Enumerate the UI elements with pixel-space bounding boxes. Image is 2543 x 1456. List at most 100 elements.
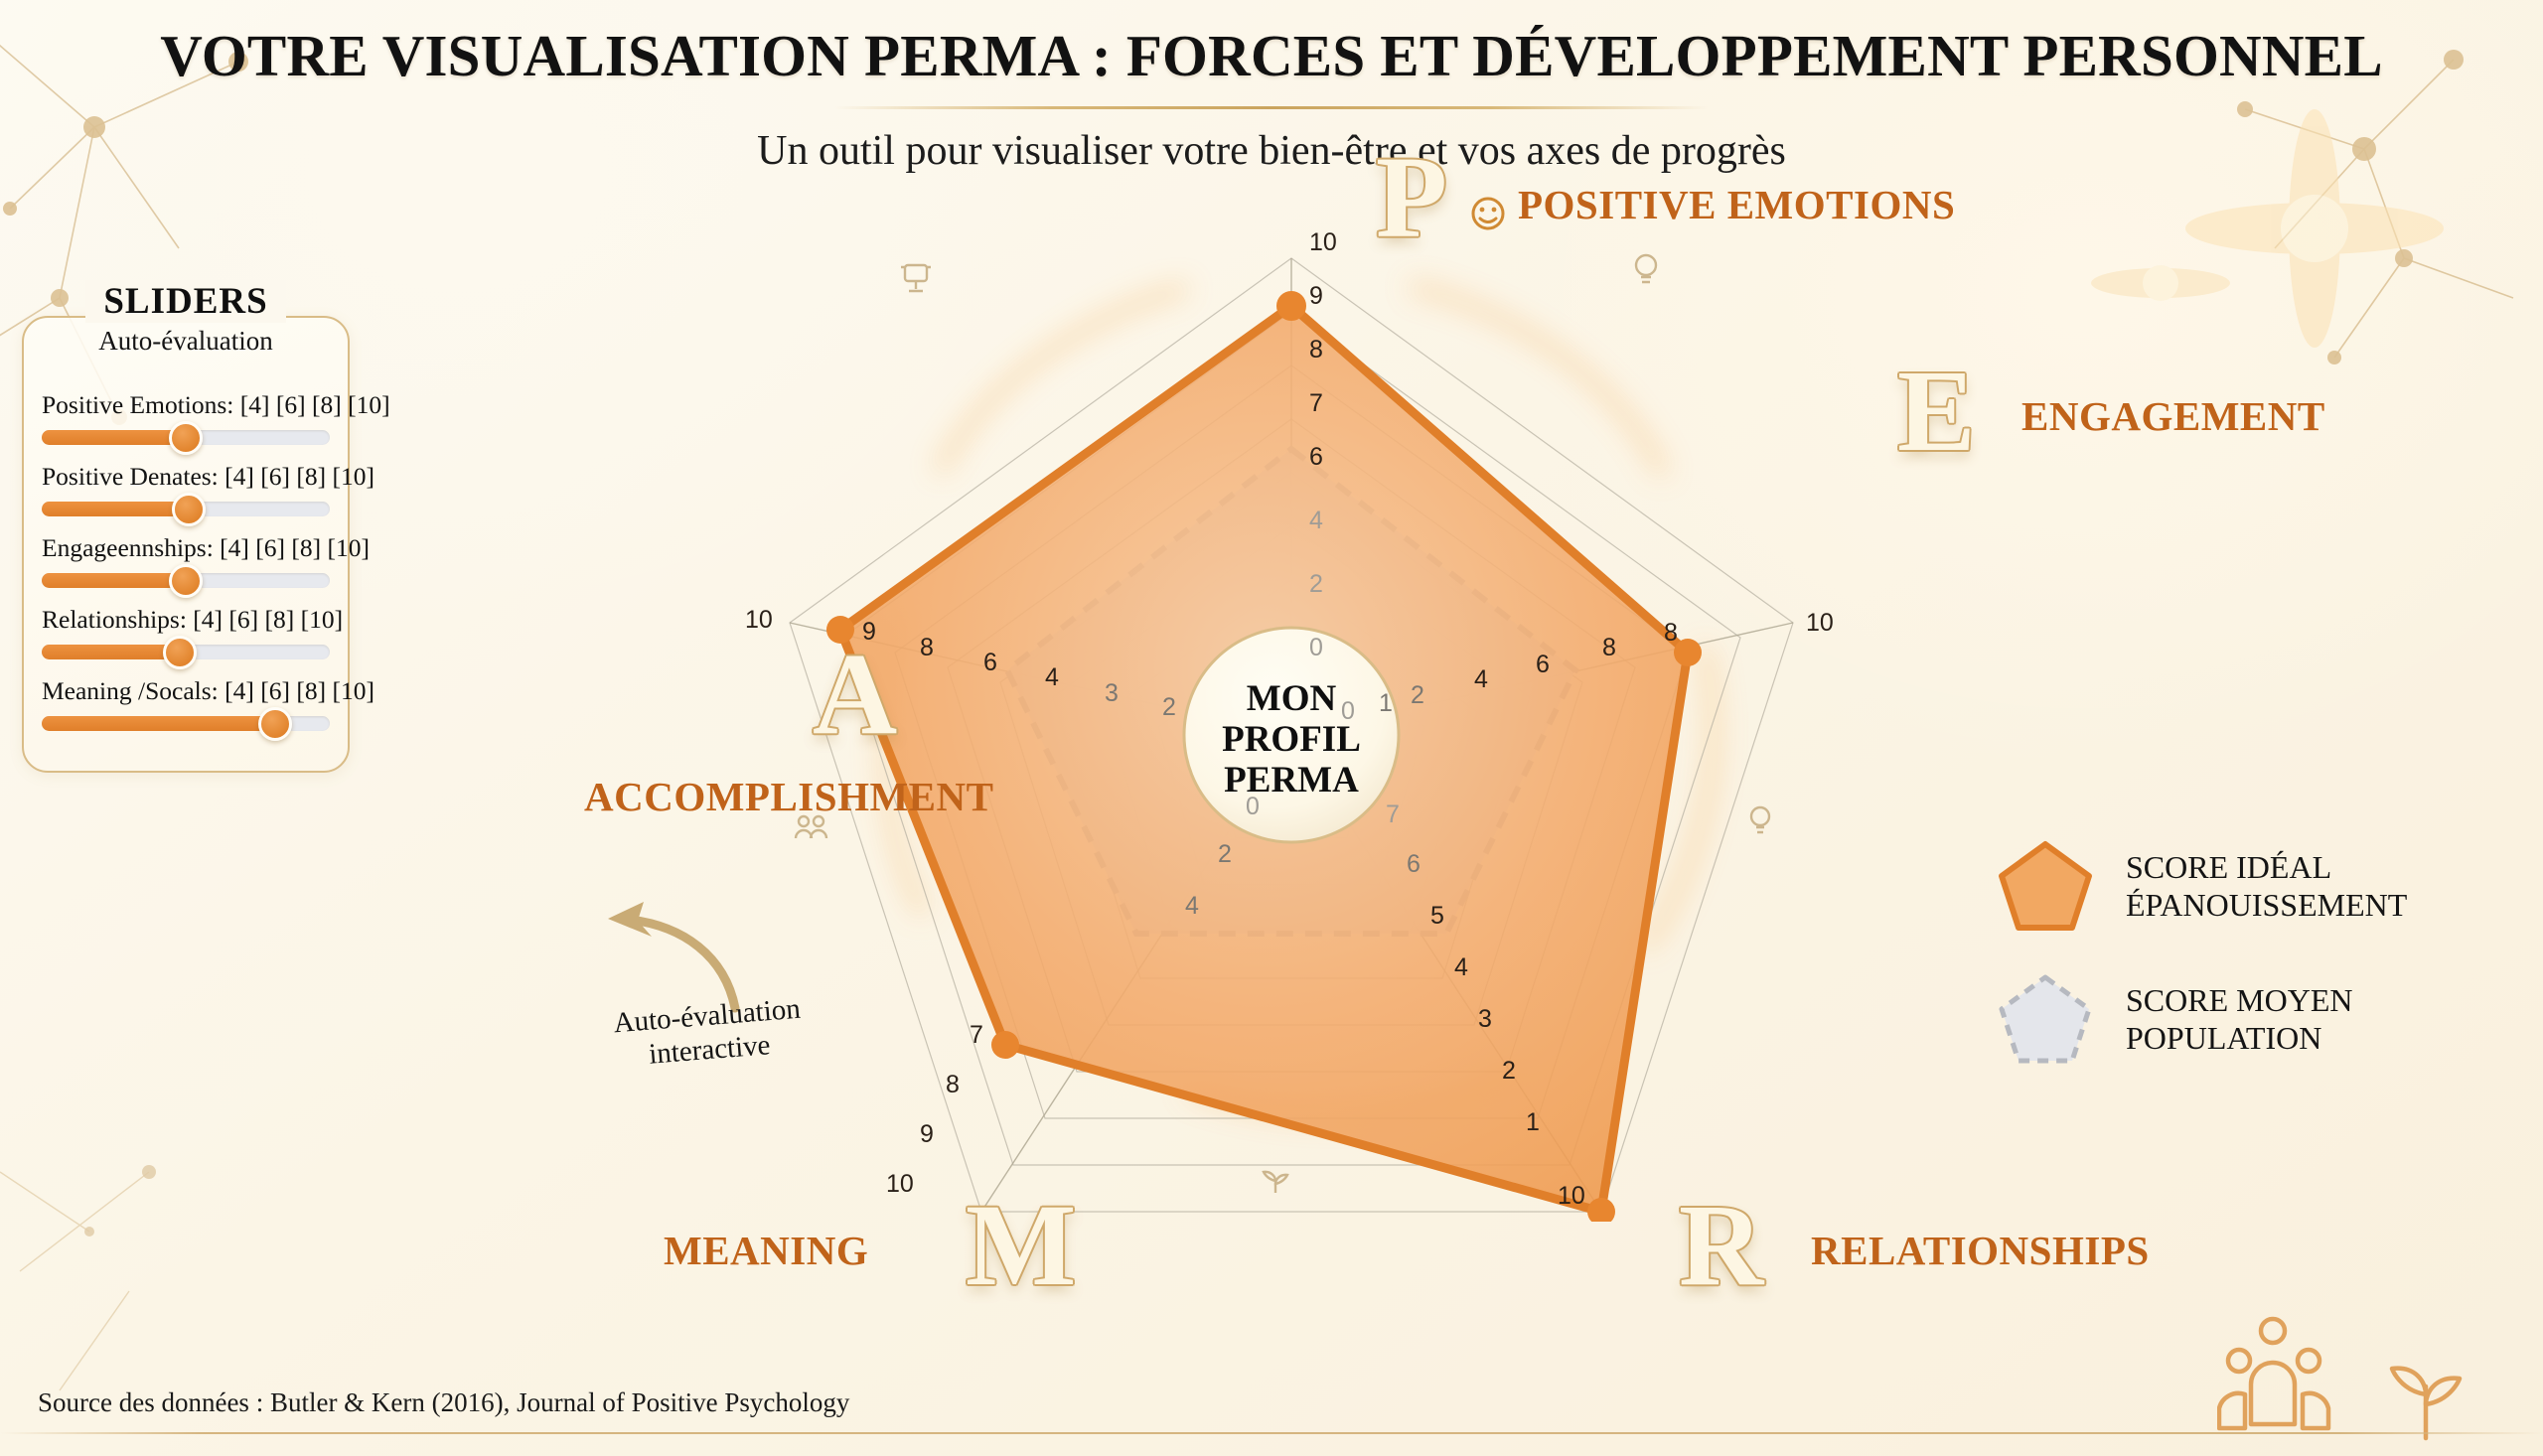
perma-letter-e: E bbox=[1897, 346, 1976, 476]
svg-text:8: 8 bbox=[1309, 336, 1323, 364]
slider-track[interactable] bbox=[42, 635, 330, 669]
center-label-line2: PROFIL bbox=[1222, 719, 1361, 760]
page-header: VOTRE VISUALISATION PERMA : FORCES ET DÉ… bbox=[0, 0, 2543, 175]
svg-text:9: 9 bbox=[862, 618, 876, 646]
series-ideal-points bbox=[826, 291, 1702, 1222]
svg-text:9: 9 bbox=[920, 1120, 934, 1148]
legend-item-population: SCORE MOYEN POPULATION bbox=[1997, 972, 2407, 1066]
slider-list: Positive Emotions: [4] [6] [8] [10] Posi… bbox=[24, 357, 390, 741]
svg-text:10: 10 bbox=[745, 606, 773, 634]
center-label-line3: PERMA bbox=[1224, 760, 1359, 801]
sliders-panel: SLIDERS Auto-évaluation Positive Emotion… bbox=[22, 280, 390, 773]
svg-text:4: 4 bbox=[1045, 663, 1059, 691]
slider-track[interactable] bbox=[42, 706, 330, 741]
source-citation: Source des données : Butler & Kern (2016… bbox=[38, 1387, 850, 1417]
ticks-engagement: 10 8 8 6 4 2 1 0 bbox=[1341, 609, 1834, 725]
svg-text:8: 8 bbox=[920, 634, 934, 661]
svg-text:6: 6 bbox=[1407, 850, 1421, 878]
svg-text:7: 7 bbox=[970, 1021, 983, 1049]
slider-knob[interactable] bbox=[163, 635, 198, 669]
svg-text:1: 1 bbox=[1526, 1108, 1540, 1136]
page-subtitle: Un outil pour visualiser votre bien-être… bbox=[757, 128, 1786, 174]
slider-row-positive-emotions[interactable]: Positive Emotions: [4] [6] [8] [10] bbox=[42, 390, 390, 455]
slider-track[interactable] bbox=[42, 492, 330, 526]
center-label-line1: MON bbox=[1247, 678, 1337, 719]
footer-divider bbox=[0, 1432, 2543, 1434]
axis-title-meaning: MEANING bbox=[664, 1228, 869, 1273]
sliders-panel-title: SLIDERS bbox=[85, 280, 286, 323]
slider-label: Positive Emotions: [4] [6] [8] [10] bbox=[42, 390, 390, 419]
svg-text:5: 5 bbox=[1430, 902, 1444, 930]
slider-row-positive-denates[interactable]: Positive Denates: [4] [6] [8] [10] bbox=[42, 462, 374, 526]
svg-text:9: 9 bbox=[1309, 282, 1323, 310]
decorative-icons bbox=[794, 253, 1771, 1193]
ticks-positive-emotions: 10 9 8 7 6 4 2 0 bbox=[1309, 228, 1337, 661]
svg-text:7: 7 bbox=[1309, 389, 1323, 417]
axis-title-engagement: ENGAGEMENT bbox=[2021, 393, 2325, 439]
slider-fill bbox=[42, 573, 186, 588]
legend-label: SCORE IDÉAL ÉPANOUISSEMENT bbox=[2126, 848, 2408, 923]
svg-text:6: 6 bbox=[1309, 443, 1323, 471]
slider-knob[interactable] bbox=[169, 420, 203, 455]
svg-text:2: 2 bbox=[1309, 570, 1323, 598]
svg-text:1: 1 bbox=[1379, 689, 1393, 717]
svg-text:10: 10 bbox=[1558, 1182, 1585, 1210]
svg-text:4: 4 bbox=[1185, 892, 1199, 920]
lightbulb-icon bbox=[1634, 253, 1658, 284]
svg-text:10: 10 bbox=[1309, 228, 1337, 256]
perma-letter-p: P bbox=[1376, 132, 1448, 262]
svg-text:0: 0 bbox=[1309, 634, 1323, 661]
svg-text:2: 2 bbox=[1411, 681, 1424, 709]
idea-icon bbox=[1749, 805, 1771, 834]
curved-arrow-left-icon bbox=[608, 902, 740, 1013]
ticks-relationships: 7 6 5 4 3 2 1 10 bbox=[1386, 801, 1585, 1210]
slider-knob[interactable] bbox=[171, 492, 206, 526]
page-title: VOTRE VISUALISATION PERMA : FORCES ET DÉ… bbox=[160, 23, 2383, 88]
slider-track[interactable] bbox=[42, 563, 330, 598]
svg-text:0: 0 bbox=[1246, 793, 1260, 820]
perma-letter-r: R bbox=[1679, 1180, 1764, 1310]
legend-item-ideal: SCORE IDÉAL ÉPANOUISSEMENT bbox=[1997, 839, 2407, 933]
axis-title-relationships: RELATIONSHIPS bbox=[1811, 1228, 2150, 1273]
svg-text:8: 8 bbox=[946, 1071, 960, 1098]
people-and-plant-illustration bbox=[2217, 1316, 2463, 1441]
slider-track[interactable] bbox=[42, 420, 330, 455]
slider-row-meaning-socals[interactable]: Meaning /Socals: [4] [6] [8] [10] bbox=[42, 676, 374, 741]
sliders-panel-subtitle: Auto-évaluation bbox=[98, 326, 273, 356]
slider-knob[interactable] bbox=[169, 563, 203, 598]
slider-fill bbox=[42, 430, 186, 445]
svg-text:2: 2 bbox=[1162, 693, 1176, 721]
title-divider bbox=[834, 106, 1709, 109]
svg-text:4: 4 bbox=[1454, 953, 1468, 981]
slider-fill bbox=[42, 716, 275, 731]
slider-row-relationships[interactable]: Relationships: [4] [6] [8] [10] bbox=[42, 605, 344, 669]
trophy-icon bbox=[901, 263, 931, 293]
slider-knob[interactable] bbox=[257, 706, 292, 741]
chart-legend: SCORE IDÉAL ÉPANOUISSEMENT SCORE MOYEN P… bbox=[1997, 839, 2407, 1105]
perma-letter-a: A bbox=[813, 629, 898, 759]
axis-title-accomplishment: ACCOMPLISHMENT bbox=[584, 774, 994, 819]
legend-label: SCORE MOYEN POPULATION bbox=[2126, 981, 2353, 1056]
svg-text:0: 0 bbox=[1341, 697, 1355, 725]
radar-center-disc bbox=[1182, 626, 1401, 844]
ticks-meaning: 0 2 4 7 8 9 10 bbox=[886, 793, 1260, 1198]
svg-text:10: 10 bbox=[1806, 609, 1834, 637]
svg-text:7: 7 bbox=[1386, 801, 1400, 828]
svg-text:8: 8 bbox=[1664, 619, 1678, 647]
svg-text:3: 3 bbox=[1105, 679, 1119, 707]
svg-text:6: 6 bbox=[1536, 651, 1550, 678]
svg-text:8: 8 bbox=[1602, 634, 1616, 661]
slider-label: Relationships: [4] [6] [8] [10] bbox=[42, 605, 344, 634]
perma-radar-chart: MON PROFIL PERMA 10 9 8 7 6 4 2 0 10 8 8… bbox=[745, 228, 1834, 1222]
axis-title-positive-emotions: POSITIVE EMOTIONS bbox=[1518, 182, 1956, 227]
slider-label: Engageennships: [4] [6] [8] [10] bbox=[42, 533, 370, 562]
svg-text:4: 4 bbox=[1474, 665, 1488, 693]
slider-label: Positive Denates: [4] [6] [8] [10] bbox=[42, 462, 374, 491]
svg-text:2: 2 bbox=[1502, 1057, 1516, 1085]
perma-letter-m: M bbox=[966, 1180, 1077, 1310]
people-icon bbox=[794, 814, 828, 839]
slider-row-engageennships[interactable]: Engageennships: [4] [6] [8] [10] bbox=[42, 533, 370, 598]
ticks-accomplishment: 10 9 8 6 4 3 2 bbox=[745, 606, 1176, 721]
svg-text:2: 2 bbox=[1218, 840, 1232, 868]
